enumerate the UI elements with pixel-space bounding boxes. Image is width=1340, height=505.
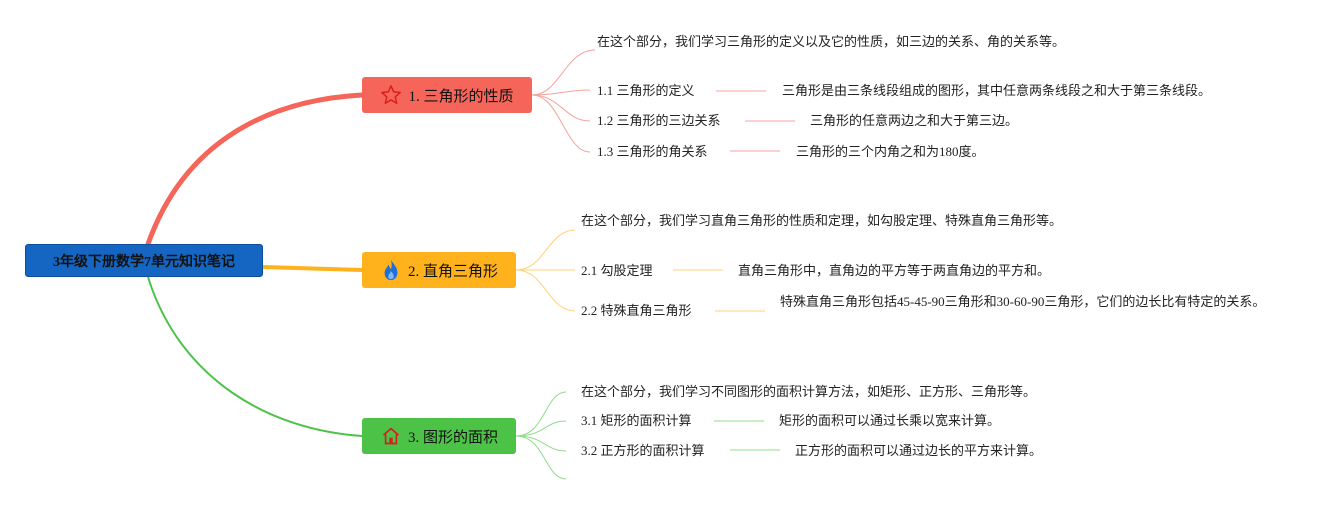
house-icon [380, 425, 402, 447]
topic-3-branches [515, 391, 780, 480]
topic-3[interactable]: 3. 图形的面积 [362, 418, 516, 454]
topic-3-item-2-detail[interactable]: 正方形的面积可以通过边长的平方来计算。 [795, 443, 1043, 458]
topic-2-item-1[interactable]: 2.1 勾股定理 [581, 263, 653, 278]
topic-2-branches [515, 229, 765, 312]
root-to-topic-2-connector [261, 265, 364, 272]
topic-1[interactable]: 1. 三角形的性质 [362, 77, 532, 113]
topic-3-item-1-detail[interactable]: 矩形的面积可以通过长乘以宽来计算。 [779, 413, 1001, 428]
topic-1-item-3[interactable]: 1.3 三角形的角关系 [597, 144, 708, 159]
topic-2-item-2[interactable]: 2.2 特殊直角三角形 [581, 303, 692, 318]
root-to-topic-3-connector [147, 276, 363, 437]
topic-3-item-1[interactable]: 3.1 矩形的面积计算 [581, 413, 692, 428]
flame-icon [380, 259, 402, 281]
topic-1-label: 1. 三角形的性质 [408, 88, 514, 105]
root-topic[interactable]: 3年级下册数学7单元知识笔记 [25, 244, 263, 277]
root-label: 3年级下册数学7单元知识笔记 [53, 254, 235, 270]
topic-1-branches [531, 49, 795, 153]
topic-3-intro[interactable]: 在这个部分，我们学习不同图形的面积计算方法，如矩形、正方形、三角形等。 [581, 384, 1037, 399]
topic-1-item-1[interactable]: 1.1 三角形的定义 [597, 83, 695, 98]
topic-2[interactable]: 2. 直角三角形 [362, 252, 516, 288]
topic-2-label: 2. 直角三角形 [407, 263, 498, 280]
topic-1-item-3-detail[interactable]: 三角形的三个内角之和为180度。 [796, 144, 985, 159]
topic-1-item-1-detail[interactable]: 三角形是由三条线段组成的图形，其中任意两条线段之和大于第三条线段。 [782, 83, 1212, 98]
topic-2-intro[interactable]: 在这个部分，我们学习直角三角形的性质和定理，如勾股定理、特殊直角三角形等。 [581, 213, 1063, 228]
topic-3-label: 3. 图形的面积 [407, 429, 498, 446]
topic-1-item-2[interactable]: 1.2 三角形的三边关系 [597, 113, 721, 128]
topic-3-item-2[interactable]: 3.2 正方形的面积计算 [581, 443, 705, 458]
root-to-topic-1-connector [145, 92, 365, 247]
topic-1-intro[interactable]: 在这个部分，我们学习三角形的定义以及它的性质，如三边的关系、角的关系等。 [597, 34, 1066, 49]
star-icon [380, 84, 402, 106]
topic-2-item-1-detail[interactable]: 直角三角形中，直角边的平方等于两直角边的平方和。 [738, 263, 1051, 278]
topic-2-item-2-detail[interactable]: 特殊直角三角形包括45-45-90三角形和30-60-90三角形，它们的边长比有… [780, 294, 1266, 309]
topic-1-item-2-detail[interactable]: 三角形的任意两边之和大于第三边。 [810, 113, 1019, 128]
